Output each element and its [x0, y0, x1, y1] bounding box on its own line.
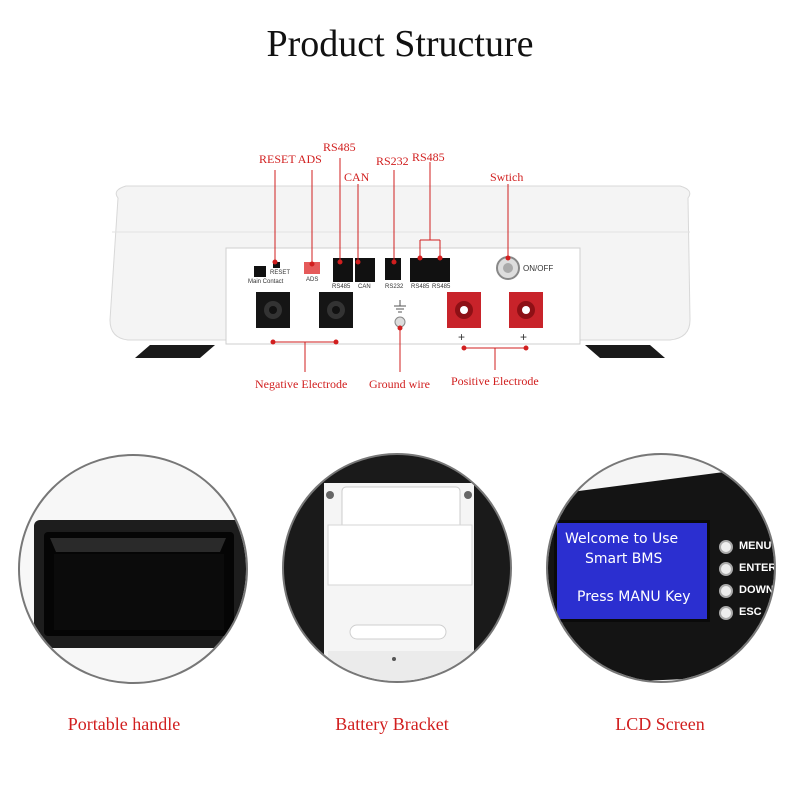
down-button[interactable]	[719, 584, 733, 598]
right-foot	[585, 345, 665, 358]
page-title: Product Structure	[266, 23, 534, 65]
callout-can: CAN	[344, 170, 370, 184]
battery-bracket-illustration	[324, 483, 474, 681]
callout-ground-wire: Ground wire	[369, 377, 430, 391]
callout-reset-ads: RESET ADS	[259, 152, 322, 166]
menu-button-label: MENU	[739, 540, 772, 552]
rs485-port-label-2: RS485	[411, 284, 430, 290]
caption-portable-handle: Portable handle	[67, 714, 181, 734]
left-foot	[135, 345, 215, 358]
bracket-detail-circle	[282, 453, 512, 683]
callout-rs485-top: RS485	[323, 140, 356, 154]
plus-sign-right: +	[520, 330, 528, 344]
battery-unit-illustration	[109, 158, 691, 372]
enter-button-label: ENTER	[739, 562, 776, 574]
lcd-detail-circle: Welcome to Use Smart BMS Press MANU Key …	[546, 453, 776, 683]
caption-lcd-screen: LCD Screen	[615, 714, 705, 734]
rs485-port-label-3: RS485	[432, 284, 451, 290]
esc-button-label: ESC	[739, 606, 762, 618]
ads-label: ADS	[306, 277, 319, 283]
callout-switch: Swtich	[490, 170, 524, 184]
lcd-line-1: Welcome to Use	[565, 531, 679, 547]
rs232-port-label: RS232	[385, 284, 404, 290]
callout-rs232: RS232	[376, 154, 409, 168]
lcd-line-3: Press MANU Key	[577, 589, 691, 605]
lcd-line-2: Smart BMS	[585, 551, 663, 567]
lcd-display: Welcome to Use Smart BMS Press MANU Key	[554, 520, 710, 622]
enter-button[interactable]	[719, 562, 733, 576]
callout-rs485-right: RS485	[412, 150, 445, 164]
plus-sign-left: +	[458, 330, 466, 344]
menu-button[interactable]	[719, 540, 733, 554]
callout-positive-electrode: Positive Electrode	[451, 374, 539, 388]
handle-detail-circle	[18, 454, 248, 684]
callout-negative-electrode: Negative Electrode	[255, 377, 348, 391]
reset-label: RESET	[270, 270, 291, 276]
rs485-port-label: RS485	[332, 284, 351, 290]
down-button-label: DOWN	[739, 584, 774, 596]
caption-battery-bracket: Battery Bracket	[335, 714, 449, 734]
can-port-label: CAN	[358, 284, 371, 290]
onoff-label: ON/OFF	[523, 264, 554, 273]
esc-button[interactable]	[719, 606, 733, 620]
main-contact-label: Main Contact	[248, 279, 284, 285]
portable-handle-illustration	[34, 520, 246, 648]
